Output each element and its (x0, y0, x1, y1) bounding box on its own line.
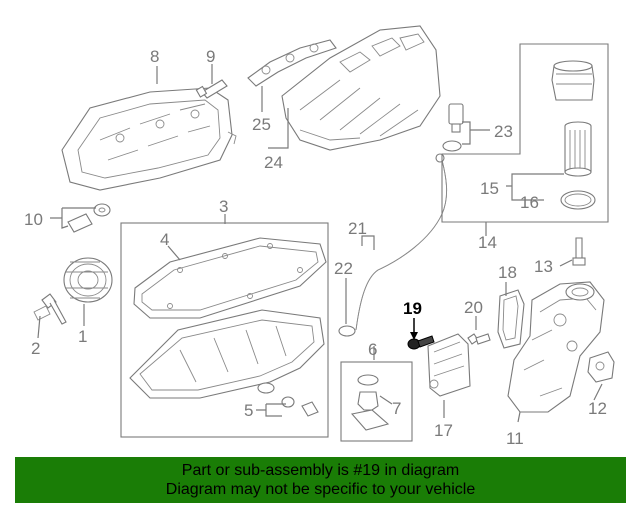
leader-lines (37, 64, 603, 423)
part-17-oil-cooler[interactable] (427, 333, 471, 397)
part-1-pulley[interactable] (63, 257, 113, 303)
group-box-6 (340, 361, 413, 442)
part-12-gasket[interactable] (587, 351, 615, 383)
banner-line-disclaimer: Diagram may not be specific to your vehi… (165, 481, 476, 498)
callout-25[interactable]: 25 (252, 115, 271, 134)
part-24-intake-manifold[interactable] (281, 25, 441, 151)
part-8-cylinder-head[interactable] (61, 87, 237, 191)
part-15-filter-element[interactable] (564, 121, 592, 177)
callout-11[interactable]: 11 (506, 429, 524, 448)
part-21-dipstick-tube[interactable] (355, 153, 448, 331)
part-3-oil-pan[interactable] (129, 309, 325, 399)
callout-labels: 8 9 25 24 23 10 3 4 21 22 14 13 15 16 18… (24, 47, 607, 448)
part-18-gasket[interactable] (497, 289, 525, 349)
callout-23[interactable]: 23 (494, 122, 513, 141)
callout-21[interactable]: 21 (348, 219, 367, 238)
callout-13[interactable]: 13 (534, 257, 553, 276)
group-box-14 (441, 43, 609, 223)
part-22-dipstick-seal[interactable] (338, 325, 356, 337)
part-23-sensor[interactable] (442, 103, 464, 152)
oil-filter-canister[interactable] (551, 60, 595, 101)
part-7-oil-level-sensor[interactable] (350, 374, 390, 431)
exploded-parts-diagram: 8 9 25 24 23 10 3 4 21 22 14 13 15 16 18… (24, 25, 615, 448)
part-19-bolt-highlighted[interactable] (407, 335, 435, 350)
callout-20[interactable]: 20 (464, 298, 483, 317)
callout-4[interactable]: 4 (160, 230, 169, 249)
part-20-bolt[interactable] (467, 333, 491, 345)
part-9-sensor[interactable] (195, 79, 228, 99)
callout-16[interactable]: 16 (520, 193, 539, 212)
callout-6[interactable]: 6 (368, 340, 377, 359)
info-banner: Part or sub-assembly is #19 in diagram D… (15, 457, 626, 503)
callout-8[interactable]: 8 (150, 47, 159, 66)
part-2-bolt[interactable] (33, 293, 67, 325)
callout-7[interactable]: 7 (392, 399, 401, 418)
callout-14[interactable]: 14 (478, 233, 497, 252)
callout-5[interactable]: 5 (244, 401, 253, 420)
part-11-oil-filter-housing[interactable] (507, 281, 605, 413)
part-13-bolt[interactable] (572, 237, 586, 266)
part-25-intake-gasket[interactable] (247, 39, 337, 87)
callout-15[interactable]: 15 (480, 179, 499, 198)
part-4-oil-pan-gasket[interactable] (133, 237, 327, 319)
banner-line-part-number: Part or sub-assembly is #19 in diagram (181, 462, 460, 479)
callout-24[interactable]: 24 (264, 153, 283, 172)
part-10-bolt-washer[interactable] (67, 203, 111, 233)
callout-10[interactable]: 10 (24, 210, 43, 229)
callout-22[interactable]: 22 (334, 259, 353, 278)
callout-9[interactable]: 9 (206, 47, 215, 66)
callout-18[interactable]: 18 (498, 263, 517, 282)
callout-17[interactable]: 17 (434, 421, 453, 440)
callout-12[interactable]: 12 (588, 399, 607, 418)
part-5-drain-plug[interactable] (281, 396, 319, 417)
callout-2[interactable]: 2 (31, 339, 40, 358)
highlight-arrow-19 (410, 318, 418, 340)
callout-3[interactable]: 3 (219, 197, 228, 216)
callout-19[interactable]: 19 (403, 299, 422, 318)
callout-1[interactable]: 1 (78, 327, 87, 346)
part-16-o-ring[interactable] (560, 190, 596, 210)
